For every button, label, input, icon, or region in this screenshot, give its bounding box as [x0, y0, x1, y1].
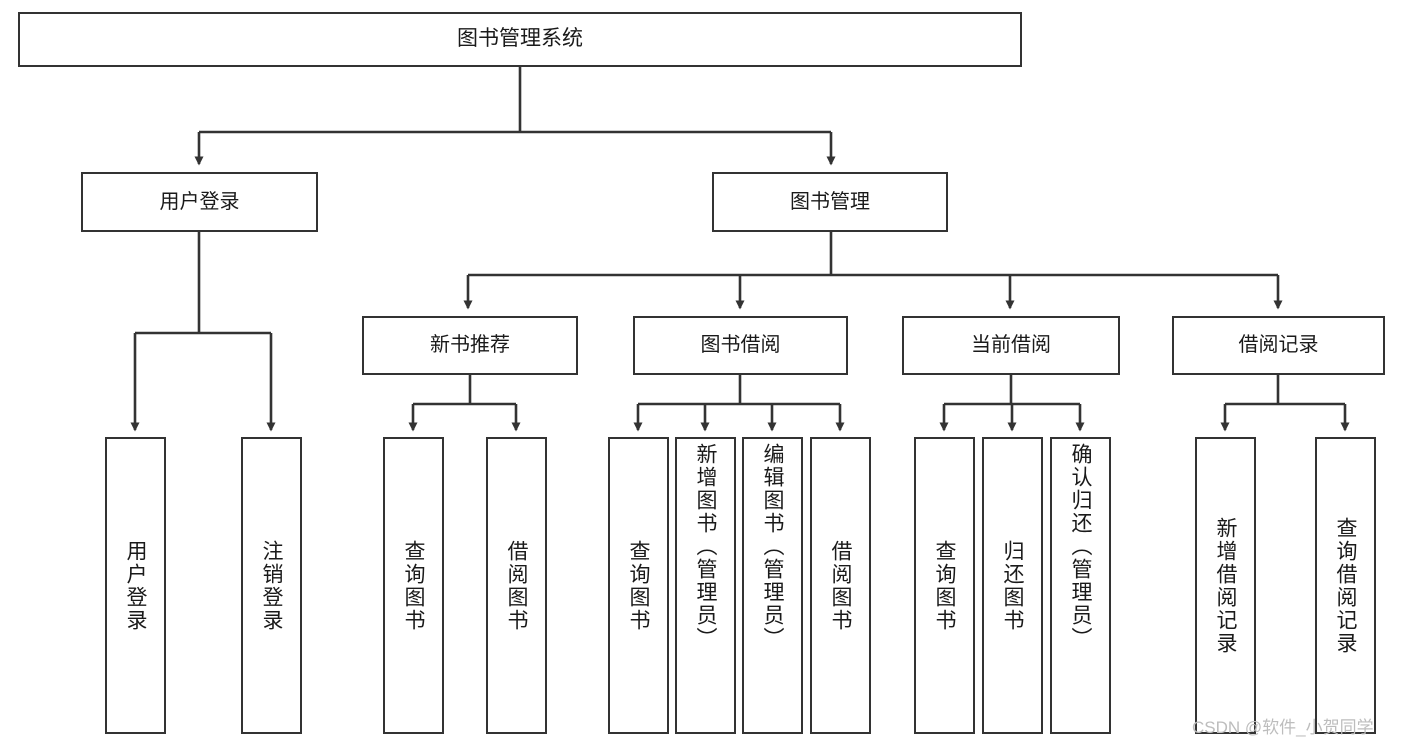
leaf-current-borrow-query[interactable]: 查询图书: [914, 437, 975, 734]
node-user-login[interactable]: 用户登录: [81, 172, 318, 232]
leaf-book-borrow-add[interactable]: 新增图书（管理员）: [675, 437, 736, 734]
leaf-user-login-login[interactable]: 用户登录: [105, 437, 166, 734]
leaf-user-login-logout[interactable]: 注销登录: [241, 437, 302, 734]
leaf-new-book-borrow[interactable]: 借阅图书: [486, 437, 547, 734]
leaf-borrow-record-query-label: 查询借阅记录: [1334, 516, 1357, 655]
leaf-book-borrow-borrow-label: 借阅图书: [829, 539, 852, 632]
leaf-book-borrow-query[interactable]: 查询图书: [608, 437, 669, 734]
leaf-book-borrow-add-label: 新增图书（管理员）: [694, 443, 717, 650]
leaf-current-borrow-return[interactable]: 归还图书: [982, 437, 1043, 734]
node-current-borrow[interactable]: 当前借阅: [902, 316, 1120, 375]
leaf-new-book-query[interactable]: 查询图书: [383, 437, 444, 734]
leaf-new-book-query-label: 查询图书: [402, 539, 425, 632]
node-new-book-recommend-label: 新书推荐: [430, 334, 510, 356]
leaf-user-login-logout-label: 注销登录: [260, 539, 283, 632]
node-borrow-record[interactable]: 借阅记录: [1172, 316, 1385, 375]
node-book-borrow[interactable]: 图书借阅: [633, 316, 848, 375]
node-new-book-recommend[interactable]: 新书推荐: [362, 316, 578, 375]
node-book-management-label: 图书管理: [790, 190, 870, 213]
node-borrow-record-label: 借阅记录: [1238, 334, 1319, 356]
leaf-borrow-record-query[interactable]: 查询借阅记录: [1315, 437, 1376, 734]
leaf-book-borrow-edit-label: 编辑图书（管理员）: [761, 443, 784, 650]
node-user-login-label: 用户登录: [159, 190, 240, 213]
leaf-current-borrow-confirm-return-label: 确认归还（管理员）: [1069, 443, 1092, 650]
node-book-borrow-label: 图书借阅: [700, 334, 781, 356]
leaf-borrow-record-add-label: 新增借阅记录: [1214, 516, 1237, 655]
leaf-user-login-login-label: 用户登录: [124, 539, 147, 632]
leaf-current-borrow-return-label: 归还图书: [1001, 539, 1024, 632]
leaf-book-borrow-query-label: 查询图书: [627, 539, 650, 632]
node-root-system-label: 图书管理系统: [457, 27, 583, 51]
leaf-book-borrow-borrow[interactable]: 借阅图书: [810, 437, 871, 734]
node-book-management[interactable]: 图书管理: [712, 172, 948, 232]
leaf-borrow-record-add[interactable]: 新增借阅记录: [1195, 437, 1256, 734]
node-current-borrow-label: 当前借阅: [971, 334, 1051, 356]
leaf-current-borrow-confirm-return[interactable]: 确认归还（管理员）: [1050, 437, 1111, 734]
leaf-current-borrow-query-label: 查询图书: [933, 539, 956, 632]
leaf-book-borrow-edit[interactable]: 编辑图书（管理员）: [742, 437, 803, 734]
leaf-new-book-borrow-label: 借阅图书: [505, 539, 528, 632]
node-root-system[interactable]: 图书管理系统: [18, 12, 1022, 67]
